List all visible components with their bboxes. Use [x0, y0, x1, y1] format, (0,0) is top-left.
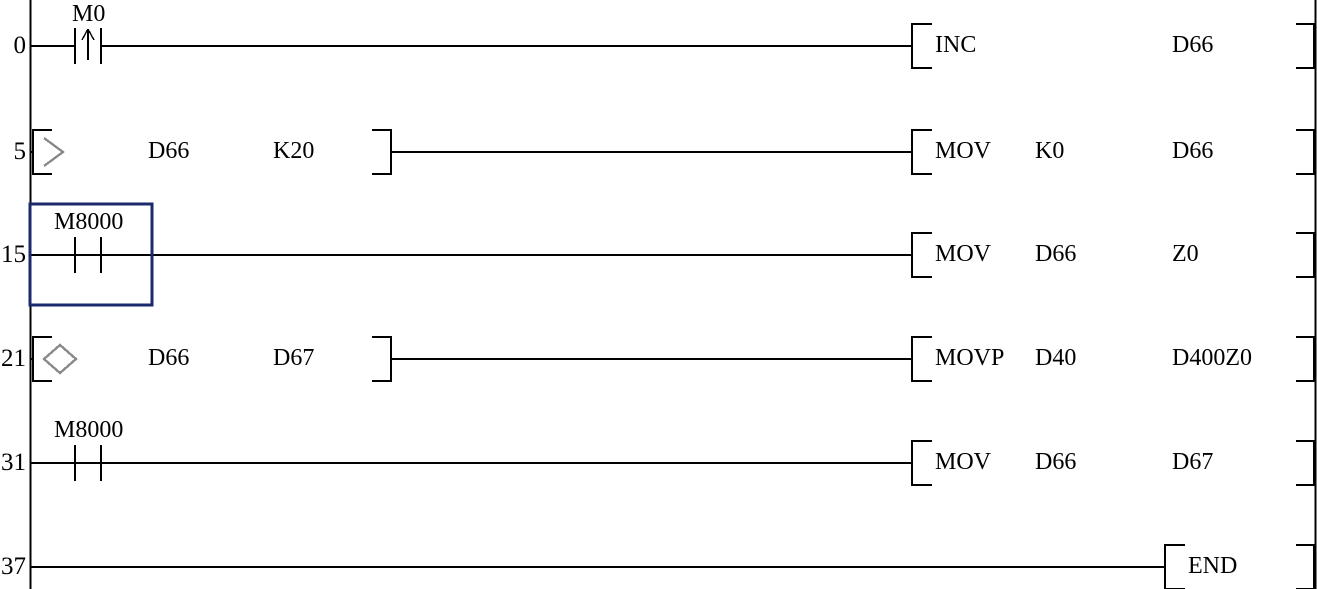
step-number-15: 15 — [1, 241, 26, 268]
instruction-operand-2[interactable]: D400Z0 — [1172, 345, 1252, 371]
step-number-31: 31 — [1, 449, 26, 476]
step-number-0: 0 — [13, 32, 27, 59]
instruction-mnemonic-inc[interactable]: INC — [935, 32, 977, 58]
selection-box — [28, 202, 154, 307]
instruction-operand-1[interactable]: D66 — [1172, 32, 1214, 58]
instruction-operand-2[interactable]: Z0 — [1172, 241, 1199, 267]
compare-operand-2[interactable]: K20 — [273, 138, 315, 164]
instruction-operand-1[interactable]: D66 — [1035, 449, 1077, 475]
rung-step-15 — [30, 231, 1316, 279]
instruction-mnemonic-mov[interactable]: MOV — [935, 241, 992, 267]
compare-operand-2[interactable]: D67 — [273, 345, 315, 371]
instruction-operand-1[interactable]: K0 — [1035, 138, 1065, 164]
step-number-37: 37 — [1, 553, 26, 580]
instruction-mnemonic-end[interactable]: END — [1188, 553, 1238, 579]
instruction-mnemonic-mov[interactable]: MOV — [935, 449, 992, 475]
step-number-5: 5 — [13, 138, 27, 165]
step-number-21: 21 — [1, 345, 26, 372]
rung-step-21 — [30, 335, 1316, 383]
contact-device-label-m0[interactable]: M0 — [72, 1, 106, 27]
rung-step-0 — [30, 22, 1316, 70]
instruction-operand-2[interactable]: D67 — [1172, 449, 1214, 475]
compare-operand-1[interactable]: D66 — [148, 138, 190, 164]
instruction-operand-2[interactable]: D66 — [1172, 138, 1214, 164]
rung-step-5 — [30, 128, 1316, 176]
rung-step-31 — [30, 439, 1316, 487]
contact-device-label-m8000-selected[interactable]: M8000 — [54, 209, 124, 235]
instruction-mnemonic-mov[interactable]: MOV — [935, 138, 992, 164]
compare-operand-1[interactable]: D66 — [148, 345, 190, 371]
instruction-operand-1[interactable]: D66 — [1035, 241, 1077, 267]
instruction-operand-1[interactable]: D40 — [1035, 345, 1077, 371]
instruction-mnemonic-movp[interactable]: MOVP — [935, 345, 1005, 371]
contact-device-label-m8000[interactable]: M8000 — [54, 417, 124, 443]
rung-step-37 — [30, 543, 1316, 589]
